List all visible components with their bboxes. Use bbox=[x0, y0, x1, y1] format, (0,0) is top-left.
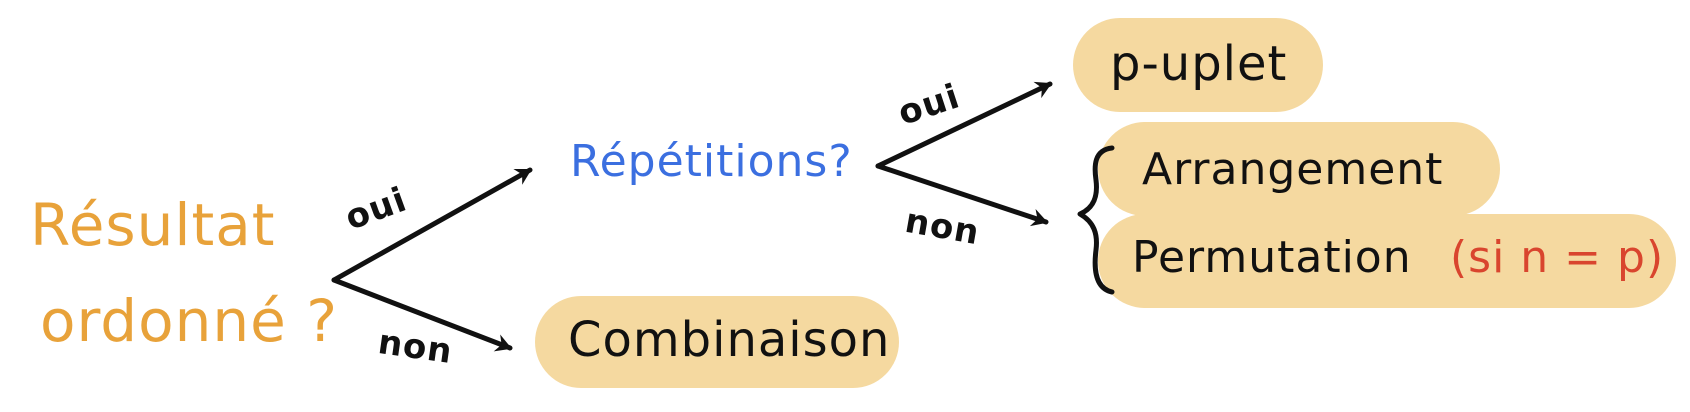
permutation-highlight bbox=[1098, 214, 1676, 308]
brace-icon bbox=[1077, 145, 1115, 295]
result-arrangement: Arrangement bbox=[1142, 144, 1444, 195]
p-uplet-highlight bbox=[1073, 18, 1323, 112]
question-repetitions: Répétitions? bbox=[570, 136, 853, 187]
arrow-q1-yes bbox=[331, 167, 533, 283]
permutation-condition: (si n = p) bbox=[1450, 232, 1665, 283]
combinaison-highlight bbox=[535, 296, 899, 388]
arrow-q1-no bbox=[331, 277, 513, 352]
result-p-uplet: p-uplet bbox=[1110, 36, 1288, 92]
branch-label-q1-no: non bbox=[375, 321, 456, 373]
result-combinaison: Combinaison bbox=[568, 312, 891, 368]
arrangement-highlight bbox=[1098, 122, 1500, 216]
result-permutation: Permutation bbox=[1132, 232, 1412, 283]
question-resultat-ordonne-line2: ordonné ? bbox=[40, 287, 339, 355]
arrow-q2-no bbox=[875, 163, 1049, 227]
question-resultat-ordonne-line1: Résultat bbox=[30, 191, 276, 259]
arrow-q2-yes bbox=[875, 81, 1053, 169]
